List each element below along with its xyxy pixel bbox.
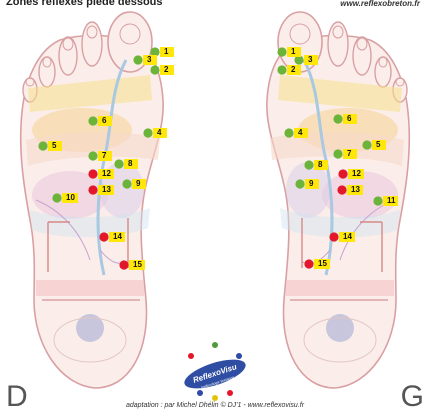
red-marker-right-foot-15 xyxy=(119,260,128,269)
point-label-left-foot-3: 3 xyxy=(304,55,318,65)
green-marker-right-foot-3 xyxy=(133,55,142,64)
point-label-right-foot-3: 3 xyxy=(143,55,157,65)
red-marker-left-foot-15 xyxy=(304,259,313,268)
point-label-right-foot-6: 6 xyxy=(98,116,112,126)
point-label-left-foot-9: 9 xyxy=(305,179,319,189)
point-label-right-foot-12: 12 xyxy=(98,169,114,179)
green-marker-left-foot-1 xyxy=(277,47,286,56)
point-label-right-foot-1: 1 xyxy=(160,47,174,57)
point-label-right-foot-5: 5 xyxy=(48,141,62,151)
red-marker-right-foot-12 xyxy=(88,169,97,178)
point-label-left-foot-13: 13 xyxy=(347,185,363,195)
green-marker-left-foot-6 xyxy=(333,114,342,123)
right-foot-outline xyxy=(21,12,163,388)
point-label-right-foot-4: 4 xyxy=(153,128,167,138)
green-marker-right-foot-5 xyxy=(38,141,47,150)
green-marker-right-foot-6 xyxy=(88,116,97,125)
green-marker-left-foot-9 xyxy=(295,179,304,188)
green-marker-right-foot-8 xyxy=(114,159,123,168)
point-label-left-foot-12: 12 xyxy=(348,169,364,179)
point-label-left-foot-14: 14 xyxy=(339,232,355,242)
point-label-left-foot-4: 4 xyxy=(294,128,308,138)
green-marker-left-foot-2 xyxy=(277,65,286,74)
point-label-left-foot-1: 1 xyxy=(287,47,301,57)
point-label-left-foot-15: 15 xyxy=(314,259,330,269)
point-label-left-foot-11: 11 xyxy=(383,196,398,206)
point-label-right-foot-14: 14 xyxy=(109,232,125,242)
green-marker-left-foot-11 xyxy=(373,196,382,205)
point-label-right-foot-2: 2 xyxy=(160,65,174,75)
green-marker-right-foot-9 xyxy=(122,179,131,188)
point-label-right-foot-8: 8 xyxy=(124,159,138,169)
red-marker-right-foot-14 xyxy=(99,232,108,241)
green-marker-right-foot-4 xyxy=(143,128,152,137)
green-marker-right-foot-10 xyxy=(52,193,61,202)
green-marker-right-foot-2 xyxy=(150,65,159,74)
green-marker-left-foot-8 xyxy=(304,160,313,169)
diagram-title: Zones réflexes plede dessous xyxy=(6,0,163,8)
reflexovisu-logo: ReflexoVisu Reflexologie Bretagne xyxy=(181,342,249,401)
red-marker-right-foot-13 xyxy=(88,185,97,194)
point-label-left-foot-6: 6 xyxy=(343,114,357,124)
point-label-left-foot-5: 5 xyxy=(372,140,386,150)
header-website: www.reflexobreton.fr xyxy=(340,0,420,8)
green-marker-left-foot-5 xyxy=(362,140,371,149)
point-label-left-foot-7: 7 xyxy=(343,149,357,159)
point-label-right-foot-15: 15 xyxy=(129,260,145,270)
point-label-left-foot-2: 2 xyxy=(287,65,301,75)
red-marker-left-foot-12 xyxy=(338,169,347,178)
point-label-right-foot-7: 7 xyxy=(98,151,112,161)
point-label-right-foot-9: 9 xyxy=(132,179,146,189)
red-marker-left-foot-13 xyxy=(337,185,346,194)
green-marker-left-foot-7 xyxy=(333,149,342,158)
point-label-right-foot-13: 13 xyxy=(98,185,114,195)
green-marker-right-foot-7 xyxy=(88,151,97,160)
point-label-left-foot-8: 8 xyxy=(314,160,328,170)
footer-credit: adaptation : par Michel Dhélin © DJ'1 - … xyxy=(0,402,430,409)
red-marker-left-foot-14 xyxy=(329,232,338,241)
green-marker-left-foot-4 xyxy=(284,128,293,137)
point-label-right-foot-10: 10 xyxy=(62,193,78,203)
